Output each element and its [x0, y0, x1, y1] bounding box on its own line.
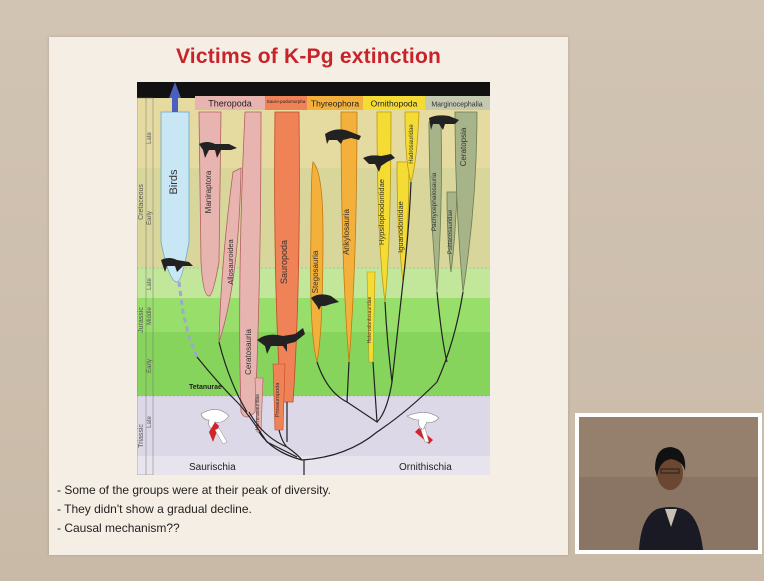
- label-stegosauria: Stegosauria: [311, 250, 320, 293]
- header-label-marginocephalia: Marginocephalia: [431, 102, 482, 109]
- late-triassic-band: [137, 396, 490, 456]
- bullet-list: - Some of the groups were at their peak …: [57, 481, 497, 538]
- label-heterodontosauridae: Heterodontosauridae: [367, 296, 373, 343]
- epoch-late-triassic: Late: [147, 416, 153, 428]
- period-triassic: Triassic: [138, 424, 145, 448]
- label-tetanurae: Tetanurae: [189, 384, 222, 391]
- period-jurassic: Jurassic: [138, 307, 145, 333]
- dinosaur-phylogeny-diagram: Cretaceous Late Early Jurassic Late Midd…: [137, 82, 490, 475]
- header-label-sauropodomorpha: Sauro-podomorpha: [267, 99, 306, 104]
- label-sauropoda: Sauropoda: [279, 240, 289, 284]
- birds-lineage: [161, 112, 189, 282]
- epoch-late-jurassic: Late: [147, 278, 153, 290]
- epoch-middle-jurassic: Middle: [147, 307, 153, 325]
- header-label-theropoda: Theropoda: [208, 99, 252, 109]
- label-iguanodontidae: Iguanodontidae: [396, 201, 405, 253]
- epoch-late-cretaceous: Late: [147, 132, 153, 144]
- label-hypsilophodontidae: Hypsilophodontidae: [377, 179, 386, 245]
- label-birds: Birds: [168, 169, 180, 195]
- label-allosauroidea: Allosauroidea: [226, 238, 235, 284]
- label-pachycephalosauria: Pachycephalosauria: [431, 172, 438, 231]
- bullet-item: - Causal mechanism??: [57, 519, 497, 538]
- label-ceratopsia: Ceratopsia: [459, 127, 468, 166]
- epoch-early-cretaceous: Early: [147, 211, 153, 225]
- header-bar: [137, 82, 490, 98]
- epoch-early-jurassic: Early: [147, 359, 153, 373]
- header-label-thyreophora: Thyreophora: [311, 99, 359, 109]
- header-label-ornithopoda: Ornithopoda: [371, 99, 418, 109]
- speaker-video: [579, 417, 758, 550]
- speaker-webcam: [575, 413, 762, 554]
- label-psittacosauridae: Psittacosauridae: [448, 209, 454, 254]
- period-cretaceous: Cretaceous: [138, 184, 145, 220]
- label-ankylosauria: Ankylosauria: [342, 209, 351, 255]
- label-saurischia: Saurischia: [189, 462, 236, 473]
- label-ornithischia: Ornithischia: [399, 462, 452, 473]
- slide-title: Victims of K-Pg extinction: [49, 45, 568, 69]
- label-prosauropoda: Prosauropoda: [275, 382, 281, 417]
- bullet-item: - They didn't show a gradual decline.: [57, 500, 497, 519]
- label-hadrosauridae: Hadrosauridae: [409, 124, 415, 164]
- label-maniraptora: Maniraptora: [204, 170, 213, 213]
- bullet-item: - Some of the groups were at their peak …: [57, 481, 497, 500]
- label-ceratosauria: Ceratosauria: [244, 329, 253, 375]
